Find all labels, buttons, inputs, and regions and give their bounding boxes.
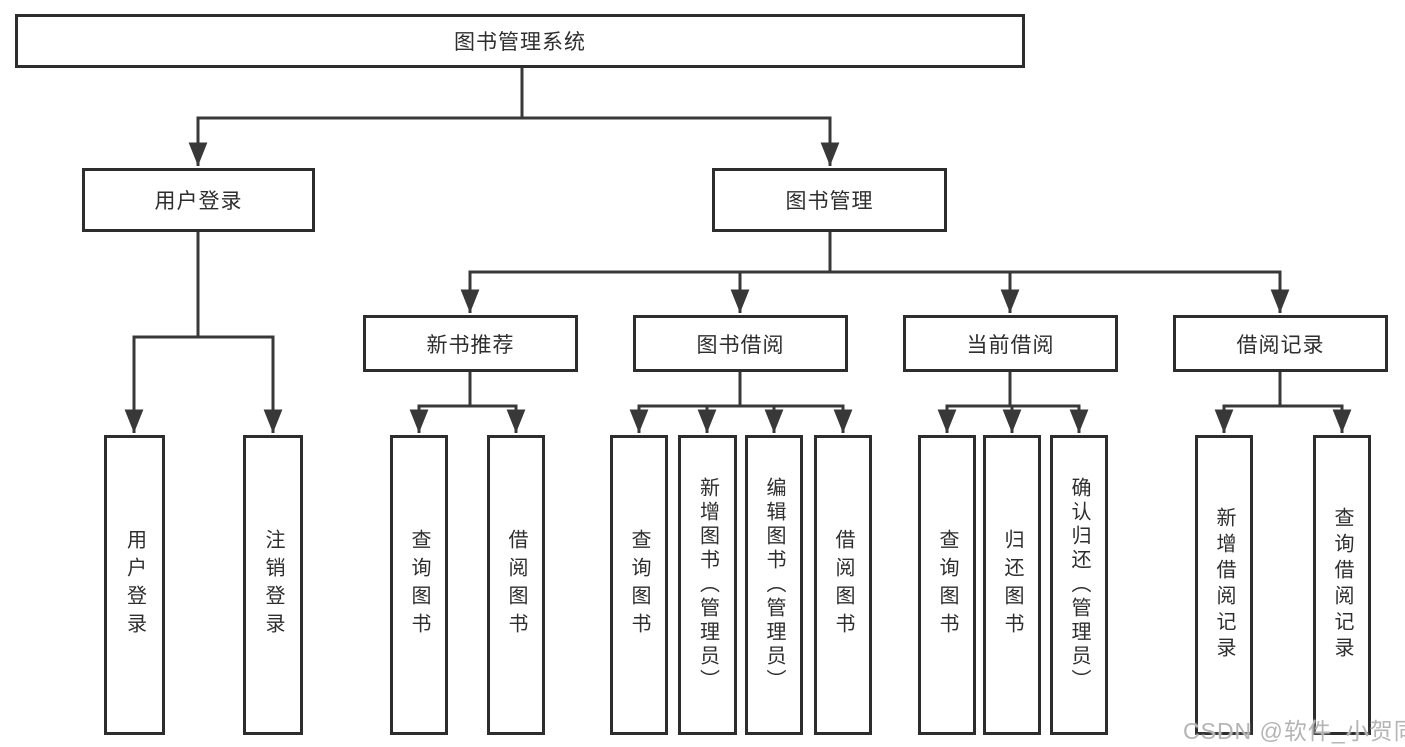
node-label: 编辑图书（管理员） <box>763 477 785 693</box>
node-label: 归还图书 <box>1001 529 1023 641</box>
node-label: 当前借阅 <box>966 333 1055 357</box>
node-label: 用户登录 <box>154 190 243 213</box>
node-label: 注销登录 <box>262 529 284 641</box>
node-leaf-query-books-2: 查询图书 <box>610 435 668 735</box>
node-library-system: 图书管理系统 <box>15 14 1025 68</box>
node-leaf-borrow-books-1: 借阅图书 <box>487 435 545 735</box>
node-book-management: 图书管理 <box>712 168 947 232</box>
node-book-borrowing: 图书借阅 <box>633 315 848 372</box>
node-label: 新增图书（管理员） <box>696 477 719 693</box>
node-leaf-query-books-3: 查询图书 <box>918 435 976 735</box>
node-label: 查询图书 <box>936 529 958 641</box>
node-current-borrowing: 当前借阅 <box>903 315 1118 372</box>
node-leaf-add-books-admin: 新增图书（管理员） <box>678 435 737 735</box>
node-label: 新增借阅记录 <box>1213 507 1235 663</box>
node-label: 新书推荐 <box>426 333 515 357</box>
node-label: 借阅记录 <box>1236 333 1325 357</box>
node-label: 查询图书 <box>408 529 430 641</box>
node-label: 图书管理系统 <box>454 31 586 54</box>
node-label: 确认归还（管理员） <box>1068 477 1090 693</box>
node-label: 图书借阅 <box>696 333 785 357</box>
node-leaf-query-borrow-record: 查询借阅记录 <box>1313 435 1371 735</box>
node-leaf-user-login: 用户登录 <box>104 435 165 735</box>
node-label: 查询图书 <box>628 529 650 641</box>
node-leaf-logout: 注销登录 <box>243 435 303 735</box>
node-leaf-borrow-books-2: 借阅图书 <box>814 435 872 735</box>
node-borrowing-records: 借阅记录 <box>1173 315 1388 372</box>
node-label: 查询借阅记录 <box>1331 507 1353 663</box>
watermark: CSDN @软件_小贺同学 <box>1183 718 1405 744</box>
node-label: 用户登录 <box>123 529 146 641</box>
node-new-book-recommendation: 新书推荐 <box>363 315 578 372</box>
node-leaf-add-borrow-record: 新增借阅记录 <box>1195 435 1253 735</box>
node-label: 图书管理 <box>785 190 874 213</box>
node-label: 借阅图书 <box>832 529 854 641</box>
node-label: 借阅图书 <box>505 529 527 641</box>
node-leaf-confirm-return-admin: 确认归还（管理员） <box>1050 435 1108 735</box>
node-leaf-edit-books-admin: 编辑图书（管理员） <box>745 435 803 735</box>
node-user-login: 用户登录 <box>82 168 315 232</box>
node-leaf-query-books-1: 查询图书 <box>390 435 448 735</box>
node-leaf-return-books: 归还图书 <box>983 435 1041 735</box>
